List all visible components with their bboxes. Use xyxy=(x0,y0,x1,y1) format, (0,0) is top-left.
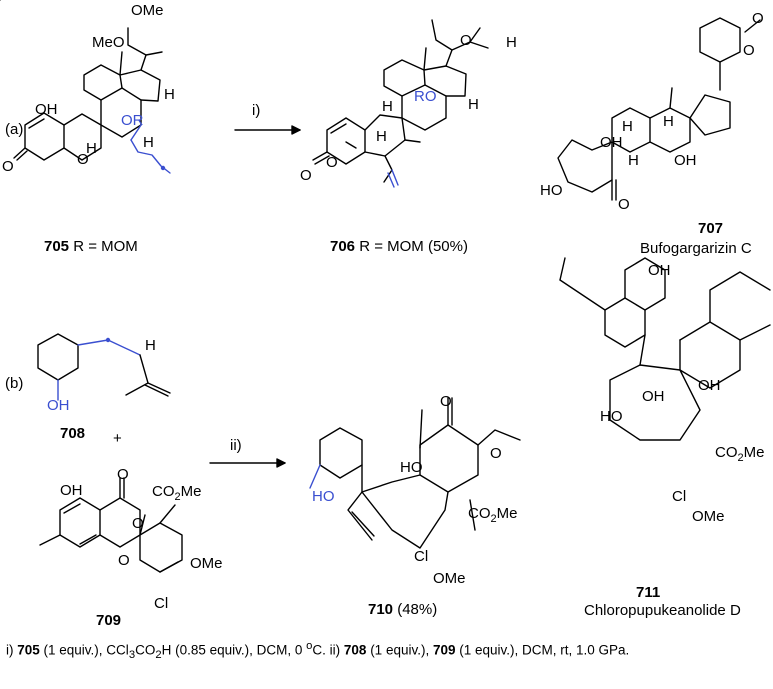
atom-ome-710: OMe xyxy=(433,570,466,587)
scheme-caption: i) 705 (1 equiv.), CCl3CO2H (0.85 equiv.… xyxy=(6,640,630,662)
atom-h2-705: H xyxy=(143,134,154,151)
atom-ro-706: RO xyxy=(414,88,437,105)
structure-709 xyxy=(39,477,183,573)
atom-oh1-707: OH xyxy=(600,134,623,151)
atom-o-ketone-706: O xyxy=(300,167,312,184)
reagent-label-i: i) xyxy=(252,102,261,119)
atom-ho-707: HO xyxy=(540,182,563,199)
atom-o2-707: O xyxy=(743,42,755,59)
atom-cl-711: Cl xyxy=(672,488,687,505)
atom-ho-711: HO xyxy=(600,408,623,425)
atom-oh2-707: OH xyxy=(674,152,697,169)
atom-o1-710: O xyxy=(440,393,452,410)
atom-h1-705: H xyxy=(86,140,97,157)
compound-label-706: 706 R = MOM (50%) xyxy=(330,238,468,255)
compound-name-707: Bufogargarizin C xyxy=(640,240,752,257)
compound-label-710: 710 (48%) xyxy=(368,601,438,618)
panel-tag-a: (a) xyxy=(5,121,24,138)
atom-o3-709: O xyxy=(118,552,130,569)
atom-o2-709: O xyxy=(132,515,144,532)
atom-or-705: OR xyxy=(121,112,144,129)
plus-sign: + xyxy=(113,430,122,447)
atom-h3-705: H xyxy=(164,86,175,103)
structure-706 xyxy=(312,19,489,188)
compound-label-709: 709 xyxy=(96,612,122,629)
atom-ho1-710: HO xyxy=(312,488,335,505)
structure-708 xyxy=(37,333,171,401)
atom-oh3-711: OH xyxy=(648,262,671,279)
atom-o3-707: O xyxy=(618,196,630,213)
atom-oh1-711: OH xyxy=(698,377,721,394)
atom-meo-705: MeO xyxy=(92,34,125,51)
structure-710 xyxy=(309,397,521,549)
atom-oh-705: OH xyxy=(35,101,58,118)
compound-name-711: Chloropupukeanolide D xyxy=(584,602,741,619)
atom-h1-706: H xyxy=(382,98,393,115)
atom-h-aldehyde-706: H xyxy=(506,34,517,51)
atom-h-708: H xyxy=(145,337,156,354)
compound-label-707: 707 xyxy=(698,220,724,237)
compound-label-705: 705 R = MOM xyxy=(44,238,138,255)
atom-co-709: CO2Me xyxy=(152,483,202,503)
atom-o-aldehyde-706: O xyxy=(460,32,472,49)
atom-ome-705: OMe xyxy=(131,2,164,19)
atom-ome-711: OMe xyxy=(692,508,725,525)
atom-cl-709: Cl xyxy=(154,595,169,612)
structure-711 xyxy=(559,257,771,441)
structure-705 xyxy=(13,27,171,174)
atom-co2me-711: CO2Me xyxy=(715,444,765,464)
atom-h2-707: H xyxy=(663,113,674,130)
compound-label-711: 711 xyxy=(636,584,661,601)
panel-tag-b: (b) xyxy=(5,375,24,392)
atom-ho2-710: HO xyxy=(400,459,423,476)
structure-707 xyxy=(557,17,761,201)
atom-h2-706: H xyxy=(376,128,387,145)
atom-o1-709: O xyxy=(117,466,129,483)
atom-ome-709: OMe xyxy=(190,555,223,572)
atom-o1-707: O xyxy=(752,10,764,27)
atom-o-bridge-706: O xyxy=(326,154,338,171)
atom-o-ketone-705: O xyxy=(2,158,14,175)
atom-h3-707: H xyxy=(628,152,639,169)
atom-o-ring-705: O xyxy=(77,151,89,168)
atom-co2me-710: CO2Me xyxy=(468,505,518,525)
atom-oh-709: OH xyxy=(60,482,83,499)
atom-o2-710: O xyxy=(490,445,502,462)
atom-h1-707: H xyxy=(622,118,633,135)
compound-label-708: 708 xyxy=(60,425,86,442)
atom-cl-710: Cl xyxy=(414,548,429,565)
atom-h3-706: H xyxy=(468,96,479,113)
atom-co2me-709: CO2Me xyxy=(152,483,201,506)
atom-oh-708: OH xyxy=(47,397,70,414)
reagent-label-ii: ii) xyxy=(230,437,242,454)
atom-oh2-711: OH xyxy=(642,388,665,405)
